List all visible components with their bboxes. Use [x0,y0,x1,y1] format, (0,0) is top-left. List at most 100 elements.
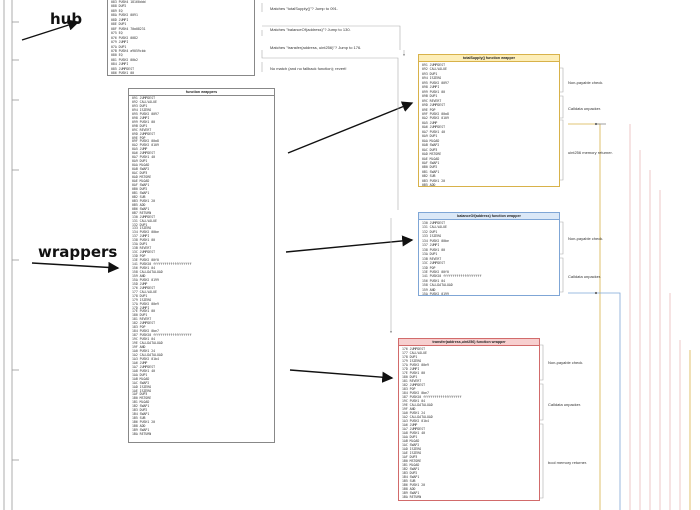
opcode-line: 094 ISZERO [422,76,442,81]
opcode-line: 1BA RETURN [402,495,422,499]
opcode-line: 0B2 SUB [422,174,436,179]
opcode-line: 132 DUP1 [422,229,438,234]
opcode-line: 130 JUMPDEST [422,221,446,225]
opcode-line: 099 PUSH1 00 [422,89,446,94]
opcode-line: 184 PUSH2 0be7 [402,391,429,395]
opcode-line: 1A3 PUSH2 01b4 [132,356,159,361]
dispatch-note-revert: No match (and no fallback function); rev… [270,66,347,71]
opcode-line: 09C REVERT [422,98,442,103]
opcode-line: 13B REVERT [132,246,152,251]
opcode-line: 183 POP [132,325,146,330]
opcode-line: 0B3 PUSH1 20 [132,198,156,203]
hub-arrow [21,19,80,41]
opcode-line: 092 CALLVALUE [132,99,157,104]
opcode-line: 178 DUP1 [402,355,418,359]
opcode-line: 1B0 MSTORE [402,459,422,463]
opcode-line: 0A2 PUSH2 0109 [132,143,159,148]
opcode-line: 13A DUP1 [132,242,148,247]
opcode-line: 0B7 RETURN [132,210,152,215]
opcode-line: 19E CALLDATALOAD [402,403,433,407]
opcode-line: 09D JUMPDEST [422,103,446,108]
opcode-line: 130 JUMPDEST [132,214,156,219]
opcode-line: 187 PUSH20 ffffffffffffffffffff [402,395,462,399]
opcode-line: 1AB MLOAD [402,439,420,443]
totalsupply-note-nonpayable: Non-payable check. [568,80,604,85]
opcode-line: 182 JUMPDEST [132,321,156,326]
opcode-line: 095 PUSH2 0097 [132,111,159,116]
opcode-line: 156 PUSH1 04 [132,265,156,270]
opcode-line: 1AD ISZERO [402,447,422,451]
arrow-to-totalsupply [287,101,414,154]
opcode-line: 1B6 PUSH1 20 [132,420,156,425]
opcode-line: 1B8 ADD [402,487,416,491]
opcode-line: 159 AND [132,273,146,278]
totalsupply-wrapper-title: totalSupply() function wrapper [419,55,559,62]
opcode-line: 137 JUMPI [422,243,440,248]
opcode-line: 1AA DUP1 [402,435,418,439]
dispatch-note-balanceof: Matches "balanceOf(address)"? Jump to 13… [270,27,351,32]
opcode-line: 141 PUSH20 ffffffffffffffffffff [132,262,192,267]
opcode-line: 187 PUSH20 ffffffffffffffffffff [132,333,192,338]
opcode-line: 156 PUSH1 04 [422,278,446,283]
opcode-line: 09E POP [132,135,146,140]
totalsupply-note-returner: uint256 memory returner. [568,150,613,155]
opcode-line: 09E POP [422,107,436,112]
opcode-line: 183 POP [402,387,416,391]
opcode-line: 17A PUSH2 00e9 [402,363,429,367]
opcode-line: 0A7 PUSH1 40 [422,129,446,134]
transfer-note-unpacker: Calldata unpacker. [548,402,582,407]
opcode-line: 19C PUSH1 04 [402,399,426,403]
opcode-line: 083 PUSH4 18160ddd [111,0,146,4]
opcode-line: 1B4 SWAP1 [402,475,420,479]
opcode-line: 1A0 PUSH1 24 [132,349,156,353]
opcode-line: 08E DUP1 [111,22,127,27]
wrappers-label: wrappers [38,243,118,261]
opcode-line: 1B9 SWAP1 [132,428,150,433]
opcode-line: 08A PUSH2 0091 [111,13,138,18]
opcode-line: 138 PUSH1 00 [422,247,446,252]
opcode-line: 1A6 JUMP [132,360,148,365]
opcode-line: 0A2 PUSH2 0109 [422,116,449,121]
opcode-line: 17E PUSH1 00 [132,309,156,314]
balanceof-wrapper-title: balanceOf(address) function wrapper [419,213,559,220]
opcode-line: 17A PUSH2 00e9 [132,301,159,306]
opcode-line: 0AE MLOAD [422,156,440,161]
opcode-line: 092 CALLVALUE [422,67,447,72]
opcode-line: 176 JUMPDEST [402,347,426,351]
opcode-line: 088 DUP2 [111,4,127,9]
opcode-line: 0AF SWAP1 [132,182,150,187]
opcode-line: 181 REVERT [402,379,422,383]
opcode-line: 141 PUSH20 ffffffffffffffffffff [422,274,482,279]
balanceof-note-nonpayable: Non-payable check. [568,236,604,241]
totalsupply-note-unpacker: Calldata unpacker. [568,106,602,111]
opcode-line: 0B1 SWAP1 [422,169,440,174]
transfer-note-returner: bool memory returner. [548,460,588,465]
opcode-line: 13E PUSH2 00f0 [132,258,159,263]
transfer-wrapper-box: transfer(address,uint256) function wrapp… [398,338,540,501]
opcode-line: 080 EQ [111,53,123,58]
opcode-line: 0B5 ADD [422,183,436,187]
function-wrappers-title: function wrappers [129,89,274,96]
opcode-line: 134 PUSH2 00be [422,238,449,243]
opcode-line: 085 JUMPDEST [111,66,135,71]
opcode-line: 1A6 JUMP [402,423,418,427]
opcode-line: 159 AND [422,287,436,292]
opcode-line: 1A2 CALLDATALOAD [132,352,163,357]
opcode-line: 1B2 SWAP1 [402,467,420,471]
opcode-line: 132 DUP1 [132,222,148,227]
opcode-line: 158 CALLDATALOAD [422,283,453,288]
opcode-line: 1B0 MSTORE [132,396,152,401]
dispatch-note-transfer: Matches "transfer(address, uint256)"? Ju… [270,45,362,50]
opcode-line: 09B DUP1 [132,123,148,128]
opcode-line: 09D JUMPDEST [132,131,156,136]
opcode-line: 17D JUMPI [402,367,420,371]
opcode-line: 13C JUMPDEST [132,250,156,255]
dispatch-line-1 [261,3,401,50]
arrow-to-transfer [289,369,394,383]
opcode-line: 1B3 DUP2 [132,408,148,413]
